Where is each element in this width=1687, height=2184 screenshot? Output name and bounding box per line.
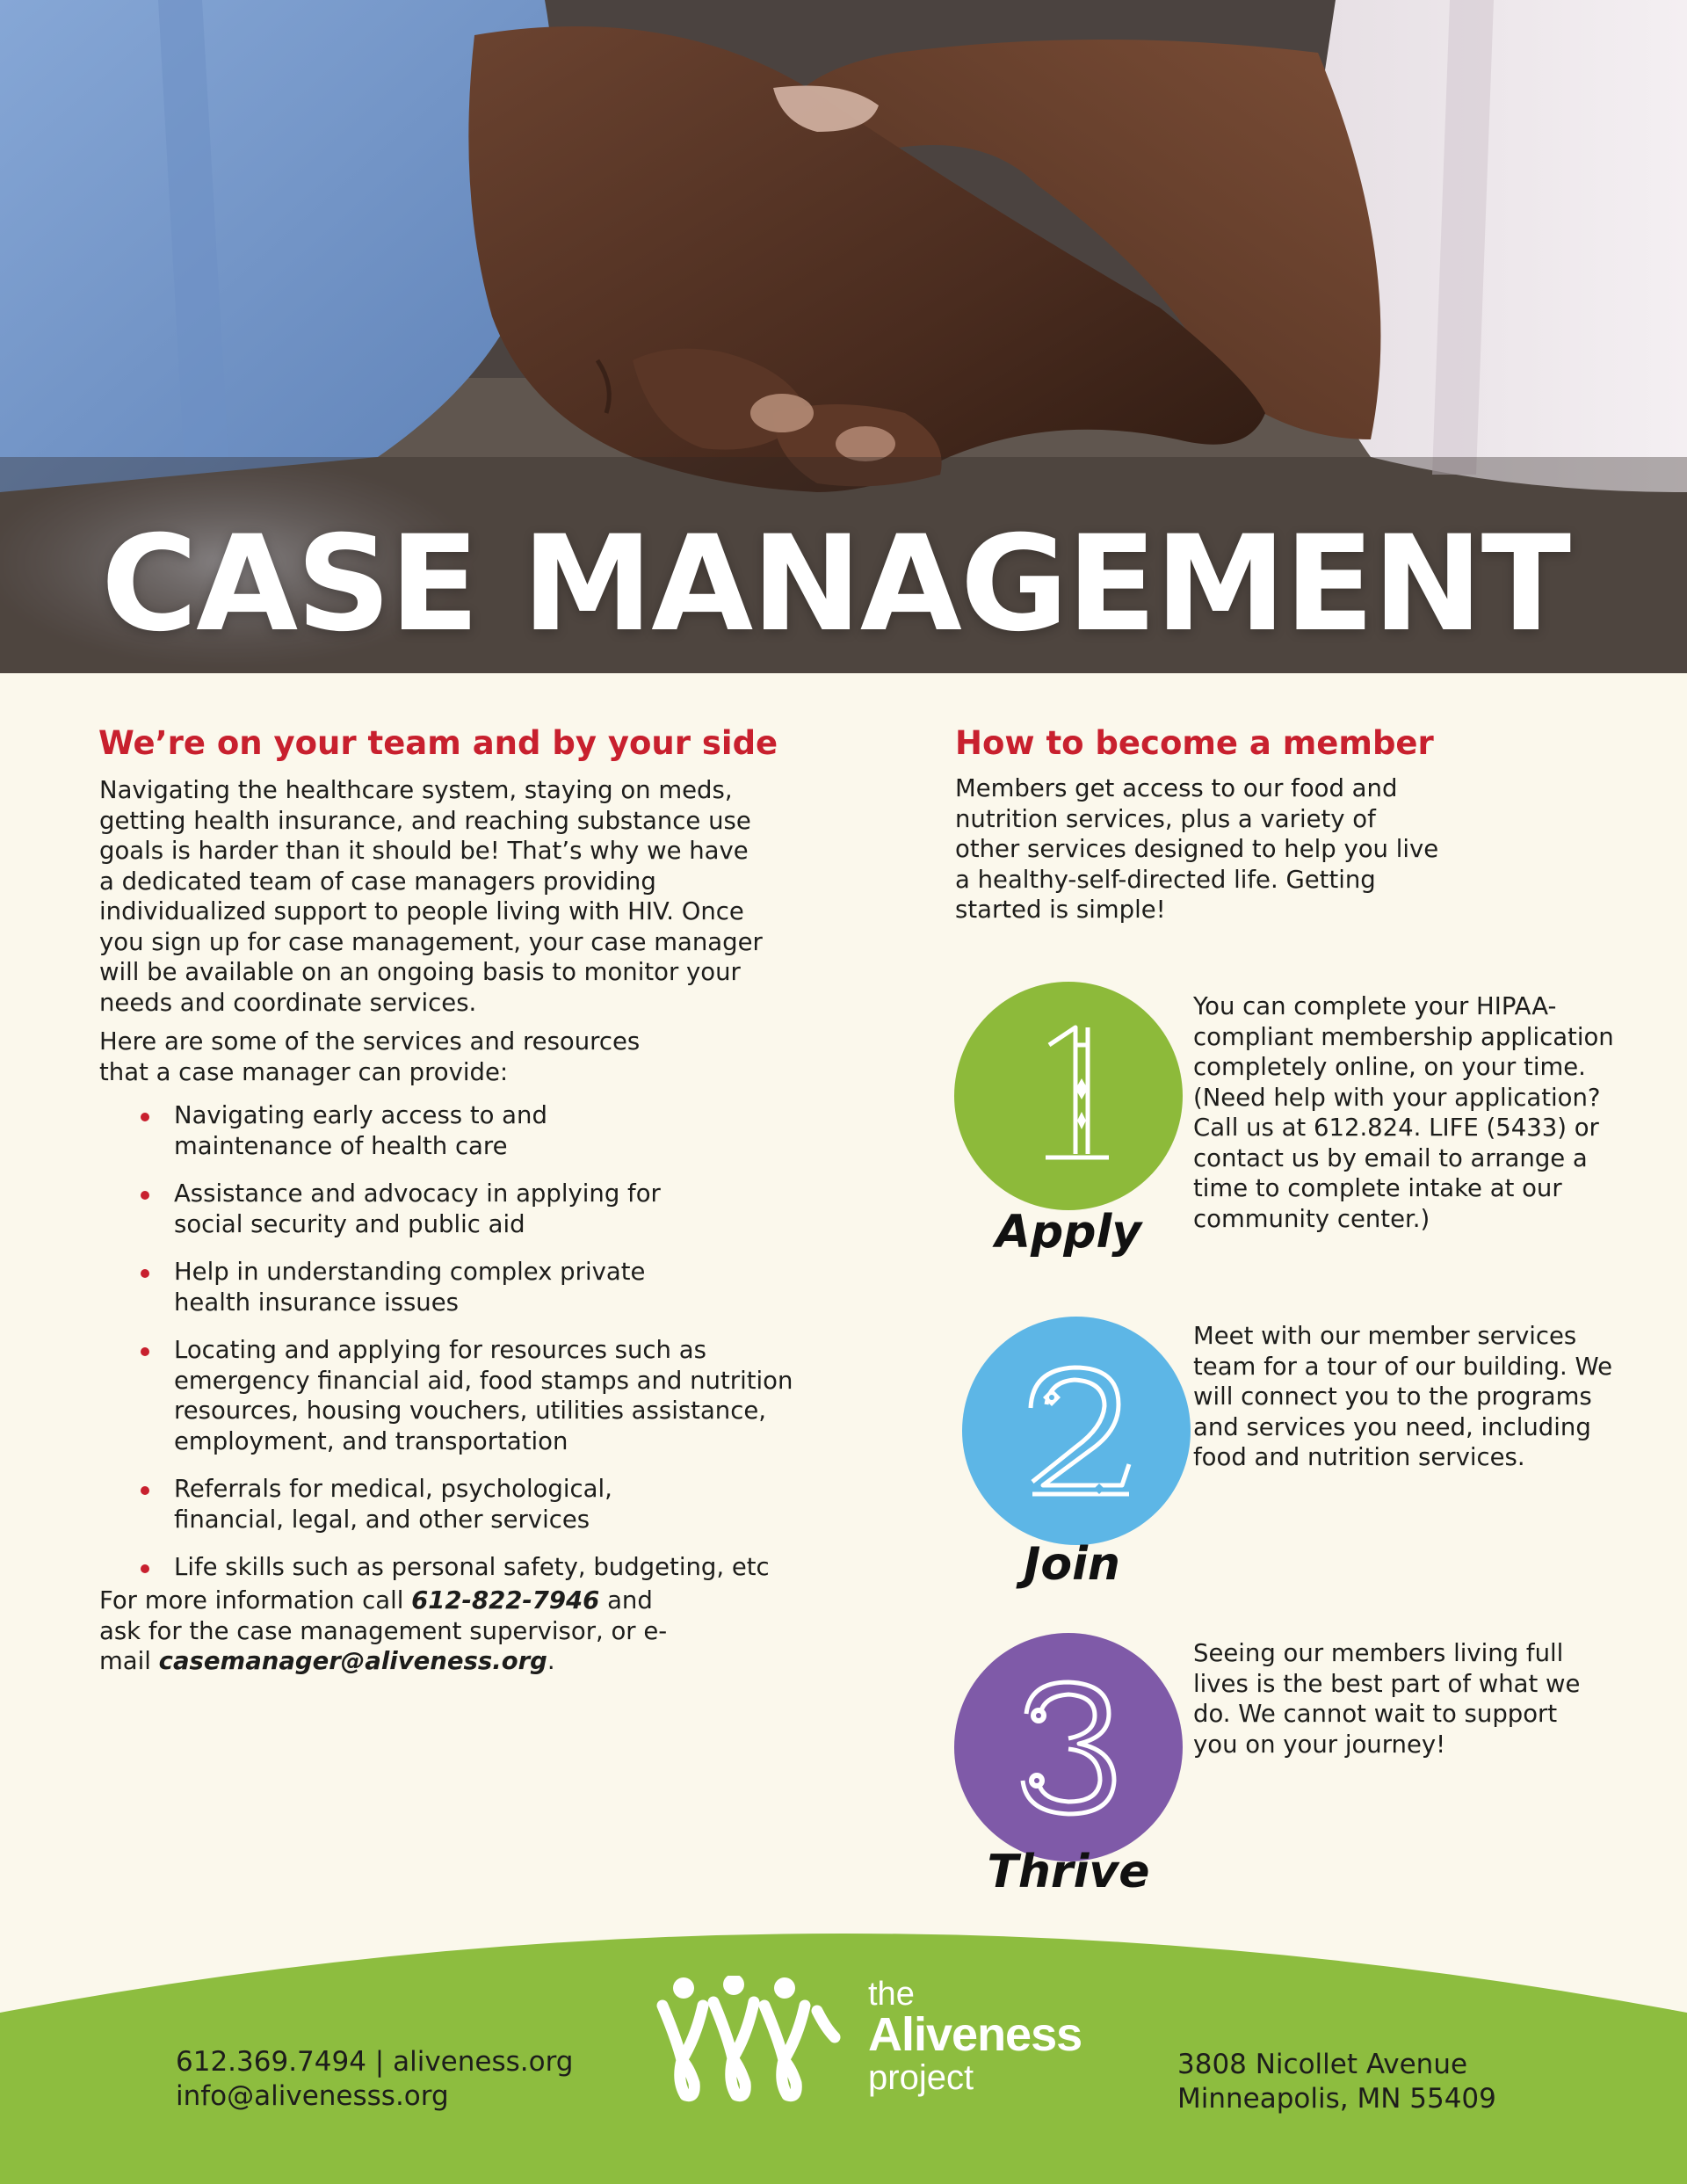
- numeral-3-icon: [1020, 1680, 1117, 1817]
- page-title: CASE MANAGEMENT: [101, 508, 1571, 661]
- step-3-badge: [954, 1633, 1183, 1861]
- footer-email[interactable]: info@alivenesss.org: [176, 2080, 449, 2112]
- step-2-badge: [962, 1317, 1191, 1545]
- footer-street: 3808 Nicollet Avenue: [1177, 2049, 1468, 2080]
- hero-banner: CASE MANAGEMENT: [0, 0, 1687, 673]
- left-heading: We’re on your team and by your side: [98, 724, 778, 762]
- numeral-1-icon: [1046, 1025, 1109, 1160]
- logo-project: project: [868, 2058, 974, 2097]
- step-1-badge: [954, 982, 1183, 1210]
- list-item: Life skills such as personal safety, bud…: [101, 1552, 877, 1583]
- membership-intro: Members get access to our food and nutri…: [955, 774, 1439, 924]
- step-1-label: Apply: [995, 1206, 1142, 1259]
- numeral-2-icon: [1028, 1365, 1132, 1497]
- footer-address: 3808 Nicollet Avenue Minneapolis, MN 554…: [1177, 2048, 1496, 2116]
- step-3-label: Thrive: [987, 1846, 1150, 1898]
- logo-aliveness: Aliveness: [868, 2008, 1082, 2061]
- bullet-icon: [141, 1269, 149, 1278]
- list-item: Referrals for medical, psychological, fi…: [101, 1474, 719, 1535]
- bullet-icon: [141, 1347, 149, 1356]
- list-item: Assistance and advocacy in applying for …: [101, 1179, 701, 1239]
- step-2-label: Join: [1024, 1538, 1120, 1591]
- footer-contact: 612.369.7494 | aliveness.org info@aliven…: [176, 2045, 573, 2114]
- step-2-text: Meet with our member services team for a…: [1193, 1322, 1612, 1471]
- list-item: Navigating early access to and maintenan…: [101, 1100, 666, 1161]
- list-item: Help in understanding complex private he…: [101, 1257, 666, 1317]
- contact-phone: 612-822-7946: [411, 1586, 600, 1614]
- step-1-text: You can complete your HIPAA-compliant me…: [1193, 992, 1614, 1233]
- logo-the: the: [868, 1976, 915, 2013]
- contact-paragraph: For more information call 612-822-7946 a…: [99, 1586, 668, 1675]
- list-item: Locating and applying for resources such…: [101, 1335, 842, 1456]
- handshake-photo: [0, 0, 1687, 673]
- intro-paragraph: Navigating the healthcare system, stayin…: [99, 776, 763, 1017]
- services-intro: Here are some of the services and resour…: [99, 1027, 641, 1086]
- footer-city: Minneapolis, MN 55409: [1177, 2083, 1496, 2115]
- step-3-text: Seeing our members living full lives is …: [1193, 1639, 1581, 1759]
- services-list: Navigating early access to and maintenan…: [101, 1100, 830, 1600]
- bullet-icon: [141, 1113, 149, 1121]
- footer-phone-web[interactable]: 612.369.7494 | aliveness.org: [176, 2046, 574, 2078]
- bullet-icon: [141, 1486, 149, 1495]
- people-logo-icon: [656, 1976, 841, 2102]
- footer-band: [0, 1934, 1687, 2184]
- bullet-icon: [141, 1191, 149, 1200]
- aliveness-logo: the Aliveness project: [650, 1976, 1125, 2108]
- bullet-icon: [141, 1564, 149, 1573]
- contact-email[interactable]: casemanager@aliveness.org: [158, 1647, 547, 1675]
- right-heading: How to become a member: [955, 724, 1434, 762]
